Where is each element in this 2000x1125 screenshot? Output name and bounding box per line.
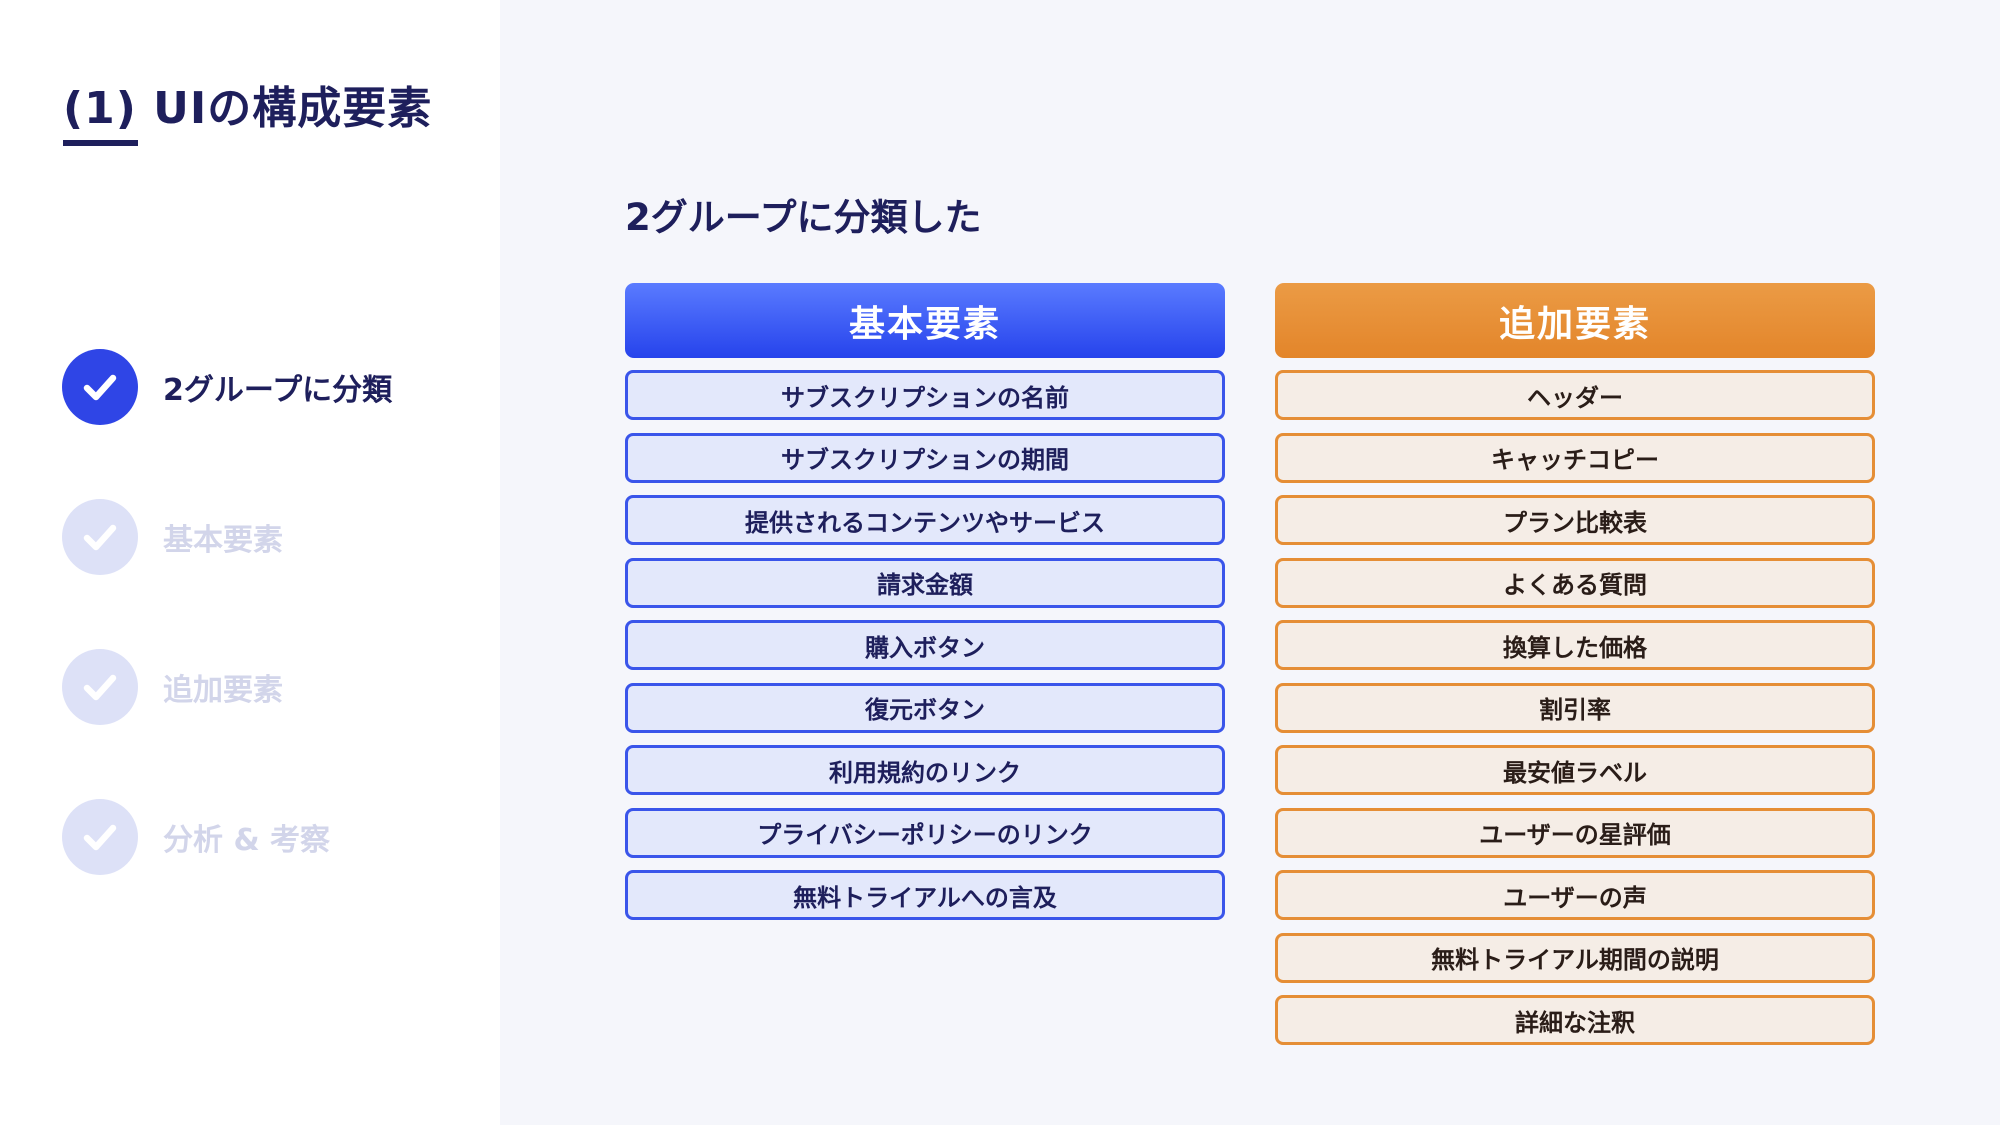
extra-item: キャッチコピー [1275, 432, 1875, 483]
step-item-3[interactable]: 追加要素 [62, 649, 283, 725]
section-subtitle: 2グループに分類した [625, 196, 982, 239]
extra-item: 詳細な注釈 [1275, 995, 1875, 1045]
step-label: 基本要素 [163, 523, 283, 558]
basic-elements-header: 基本要素 [625, 283, 1225, 358]
step-label: 2グループに分類 [163, 373, 393, 408]
basic-item: 購入ボタン [625, 620, 1225, 670]
sidebar: (1) UIの構成要素 2グループに分類 基本要素 追加要素 分析 & 考察 [0, 0, 500, 1125]
extra-item: ヘッダー [1275, 370, 1875, 420]
basic-item: 請求金額 [625, 557, 1225, 608]
extra-elements-column: 追加要素 ヘッダー キャッチコピー プラン比較表 よくある質問 換算した価格 割… [1275, 283, 1875, 1058]
basic-elements-column: 基本要素 サブスクリプションの名前 サブスクリプションの期間 提供されるコンテン… [625, 283, 1225, 933]
extra-item: ユーザーの星評価 [1275, 807, 1875, 858]
check-icon [62, 499, 138, 575]
basic-item: サブスクリプションの期間 [625, 432, 1225, 483]
extra-item: 無料トライアル期間の説明 [1275, 932, 1875, 983]
extra-item: 換算した価格 [1275, 620, 1875, 670]
basic-item: 提供されるコンテンツやサービス [625, 495, 1225, 545]
check-icon [62, 799, 138, 875]
basic-item: 無料トライアルへの言及 [625, 870, 1225, 920]
step-item-4[interactable]: 分析 & 考察 [62, 799, 330, 875]
step-label: 分析 & 考察 [163, 823, 331, 858]
title-underline [63, 140, 138, 146]
extra-elements-header: 追加要素 [1275, 283, 1875, 358]
basic-item: プライバシーポリシーのリンク [625, 807, 1225, 858]
basic-item: 利用規約のリンク [625, 745, 1225, 795]
step-label: 追加要素 [163, 673, 283, 708]
basic-item: 復元ボタン [625, 682, 1225, 733]
step-item-2[interactable]: 基本要素 [62, 499, 283, 575]
extra-item: 最安値ラベル [1275, 745, 1875, 795]
extra-item: 割引率 [1275, 682, 1875, 733]
extra-item: ユーザーの声 [1275, 870, 1875, 920]
basic-item: サブスクリプションの名前 [625, 370, 1225, 420]
check-icon [62, 349, 138, 425]
page-title: (1) UIの構成要素 [63, 83, 433, 134]
extra-item: よくある質問 [1275, 557, 1875, 608]
check-icon [62, 649, 138, 725]
extra-item: プラン比較表 [1275, 495, 1875, 545]
step-item-1[interactable]: 2グループに分類 [62, 349, 392, 425]
